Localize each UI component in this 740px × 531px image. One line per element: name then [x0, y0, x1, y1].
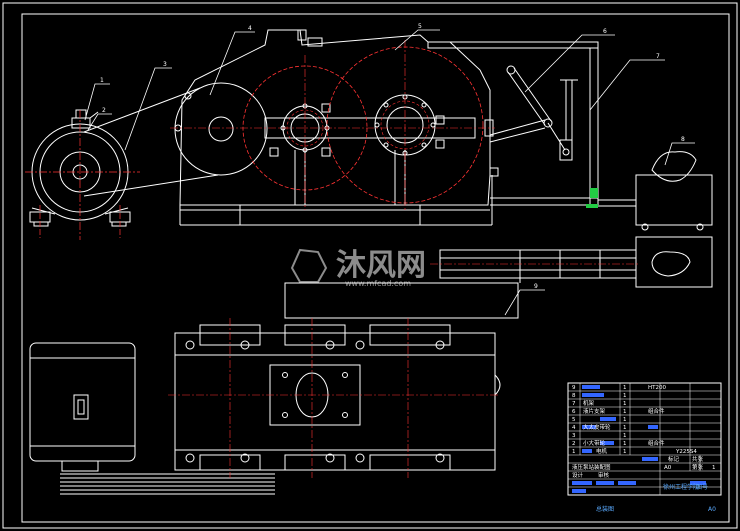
watermark-logo-icon	[290, 248, 328, 283]
tb-row-material-6: 组合件	[648, 407, 665, 415]
tb-row-number-9: 9	[572, 385, 576, 391]
leader-lines	[84, 29, 695, 316]
watermark: 沐风网 www.mfcad.com	[290, 248, 426, 288]
tb-row-name-4: 大太皮带轮	[583, 423, 611, 431]
tb-drawing-number: A0	[708, 506, 716, 513]
tb-check-label: 审核	[598, 471, 610, 479]
crank-linkage	[427, 41, 713, 231]
tb-row-qty-5: 1	[623, 417, 627, 423]
tb-row-name-2: 小大带轮	[583, 439, 606, 447]
tb-std-label: 标记	[668, 455, 680, 463]
tb-row-qty-9: 1	[623, 385, 627, 391]
tb-row-number-7: 7	[572, 401, 576, 407]
tb-school: 徐州工程学院	[663, 483, 699, 491]
tb-row-qty-6: 1	[623, 409, 627, 415]
tb-row-name-1: 电机	[596, 447, 608, 455]
motor-side-view	[29, 342, 275, 495]
tb-row-name-7: 机架	[583, 399, 595, 407]
tb-design-label: 设计	[572, 471, 584, 479]
tb-row-number-4: 4	[572, 425, 576, 431]
part-label-3: 3	[163, 61, 167, 68]
tb-row-number-3: 3	[572, 433, 576, 439]
part-label-4: 4	[248, 25, 252, 32]
tb-drawing-number-label: 图号	[696, 484, 708, 491]
part-label-5: 5	[418, 23, 422, 30]
part-label-7: 7	[656, 53, 660, 60]
frame-green-block	[590, 188, 598, 198]
tb-row-material-2: 组合件	[648, 439, 665, 447]
tb-row-qty-4: 1	[623, 425, 627, 431]
tb-row-std-2: Y225S4	[675, 449, 697, 455]
drive-belt	[83, 87, 219, 197]
tb-row-name-6: 液片支架	[583, 407, 606, 415]
tb-name-label: 液压泵站装配图	[572, 463, 611, 471]
tb-row-number-2: 2	[572, 441, 576, 447]
part-label-9: 9	[534, 283, 538, 290]
title-block: 9 8 7 6 5 4 3 2 1 机架 液片支架 大太皮带轮 小大带轮 电机 …	[567, 382, 722, 513]
tb-row-number-8: 8	[572, 393, 576, 399]
tb-scale: A0	[664, 465, 672, 471]
watermark-text: 沐风网	[336, 248, 426, 283]
part-label-8: 8	[681, 136, 685, 143]
part-label-1: 1	[100, 77, 104, 84]
gearbox-top-view	[174, 324, 501, 471]
hydraulic-cylinder	[284, 236, 713, 319]
part-label-6: 6	[603, 28, 607, 35]
tb-row-qty-3: 1	[623, 433, 627, 439]
part-label-2: 2	[102, 107, 106, 114]
tb-drawing-title: 总装图	[596, 505, 614, 513]
watermark-url: www.mfcad.com	[345, 279, 411, 288]
tb-sheet-label-2: 第张	[692, 463, 704, 471]
tb-row-number-6: 6	[572, 409, 576, 415]
tb-row-qty-7: 1	[623, 401, 627, 407]
drawing-inner-border	[21, 13, 730, 523]
frame-green-bolt	[586, 204, 598, 208]
tb-row-number-1: 1	[572, 449, 576, 455]
tb-row-qty-2: 1	[623, 441, 627, 447]
tb-row-number-5: 5	[572, 417, 576, 423]
tb-sheet-label: 共张	[692, 455, 704, 463]
tb-row-material-9: HT200	[648, 385, 666, 391]
tb-row-qty-1: 1	[623, 449, 627, 455]
gearbox-housing	[174, 29, 499, 226]
tb-sheet: 1	[712, 465, 716, 471]
tb-row-qty-8: 1	[623, 393, 627, 399]
